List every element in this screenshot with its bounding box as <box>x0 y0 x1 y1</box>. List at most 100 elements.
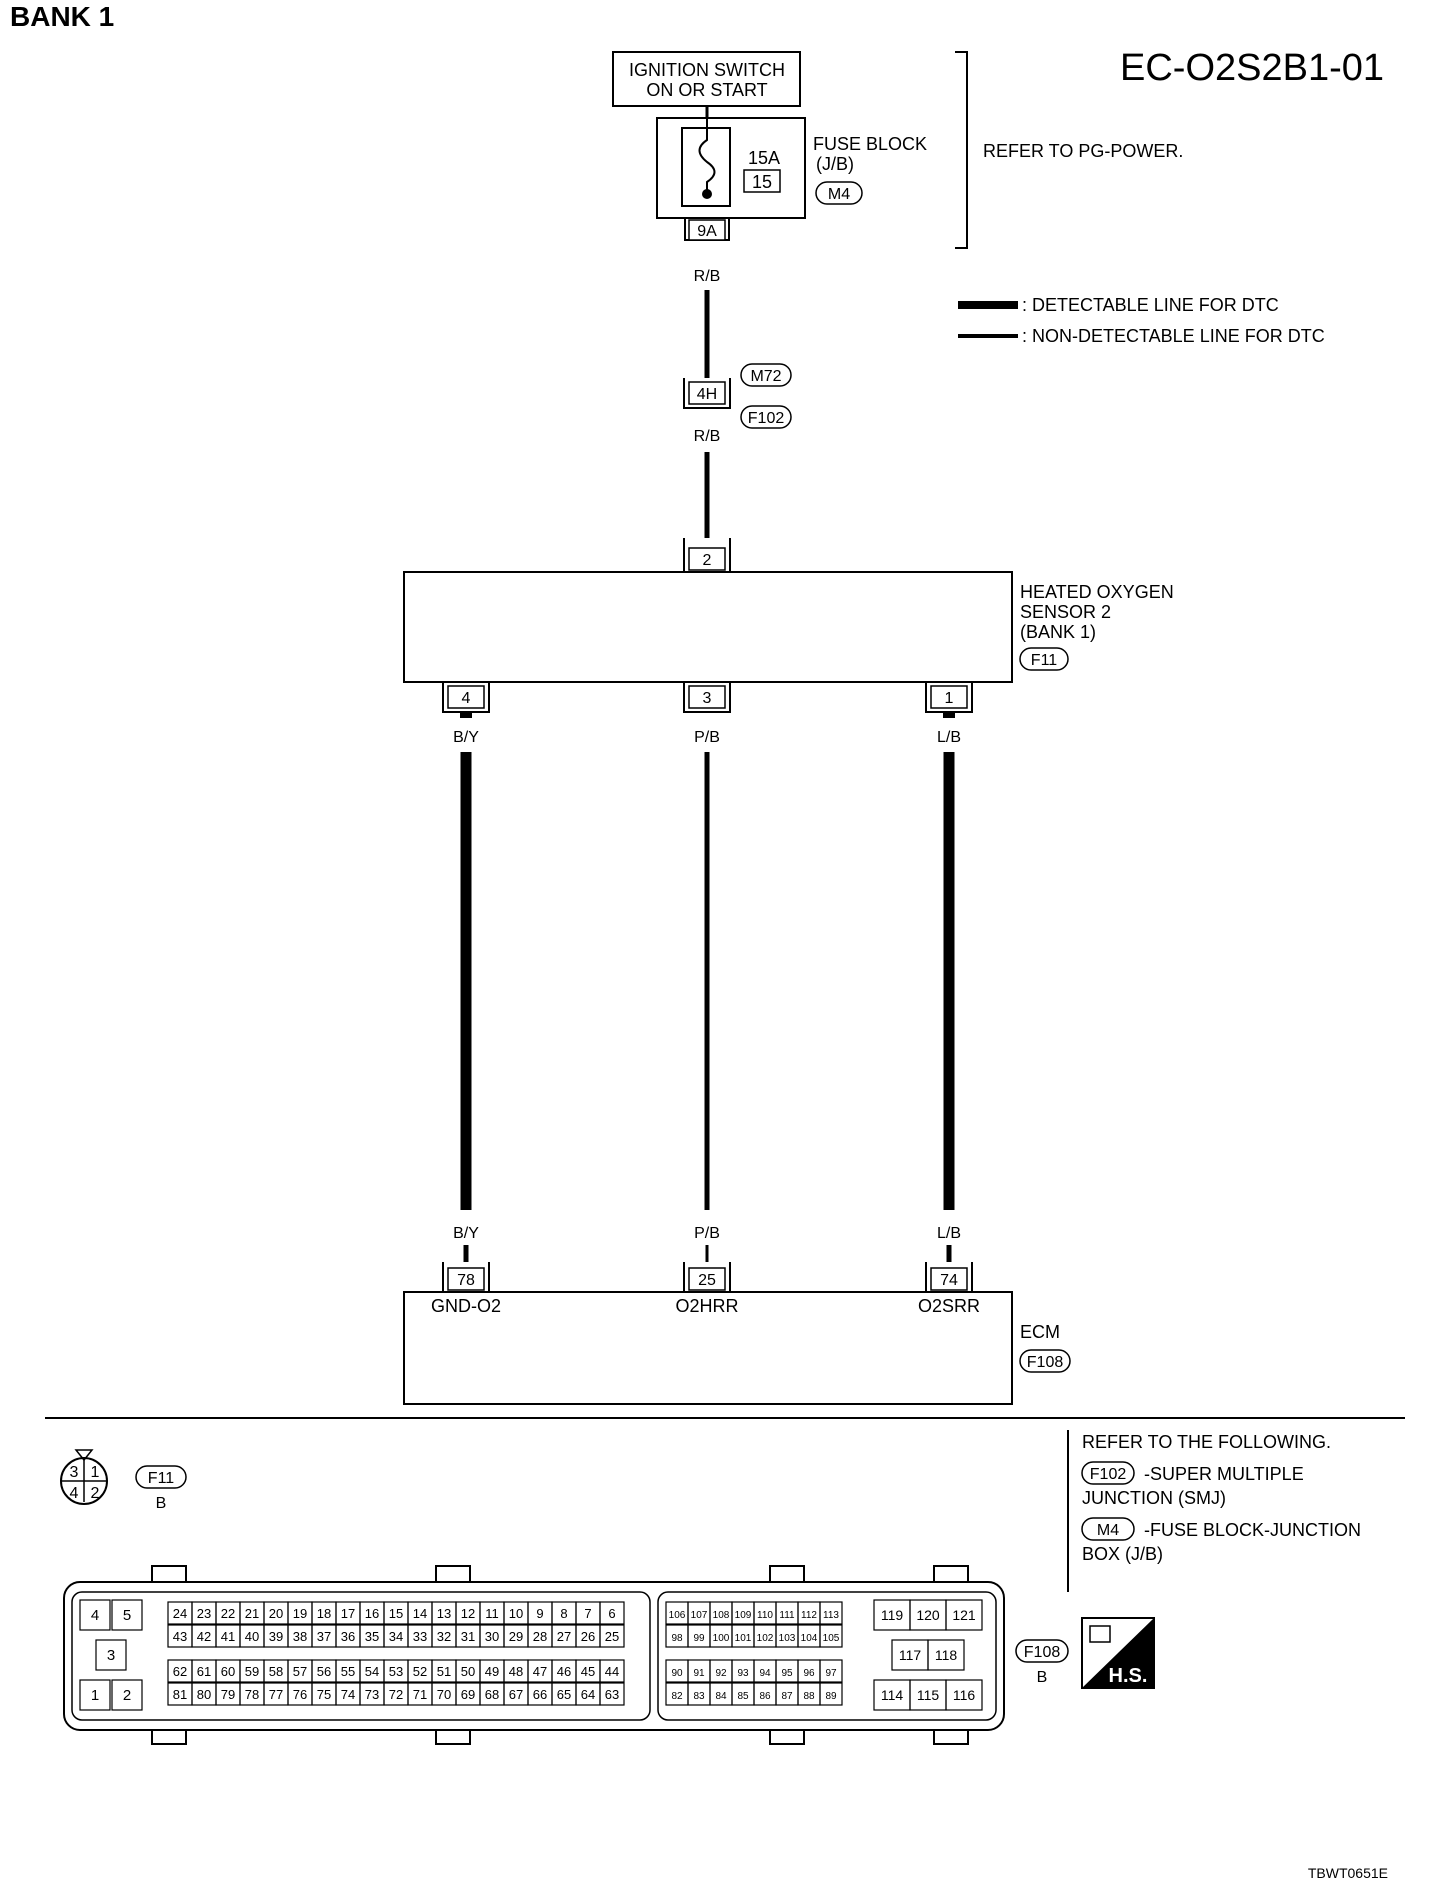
ecm-box <box>403 1291 1013 1405</box>
sensor-pin-group-left: 4 <box>442 682 490 713</box>
connector-badge-f108 <box>1019 1349 1071 1373</box>
sensor-pin1-box <box>930 685 968 709</box>
f108-pin-53: 53 <box>389 1664 403 1679</box>
f108-pin-86: 86 <box>759 1691 771 1702</box>
f108-pin-84: 84 <box>715 1691 727 1702</box>
sensor-label2: SENSOR 2 <box>1020 602 1111 622</box>
f108-pin-5-box <box>111 1599 143 1631</box>
f108-pin-77: 77 <box>269 1687 283 1702</box>
f108-pin-65: 65 <box>557 1687 571 1702</box>
wire-color-rb-bottom: R/B <box>694 428 721 445</box>
f108-pin-49: 49 <box>485 1664 499 1679</box>
f108-pin-88: 88 <box>803 1691 815 1702</box>
ecm-signal-o2srr: O2SRR <box>918 1296 980 1316</box>
f108-pin-70: 70 <box>437 1687 451 1702</box>
fuse-terminal-dot <box>702 189 712 199</box>
ecm-pin78: 78 <box>457 1272 475 1289</box>
ecm-pin78-box <box>447 1267 485 1291</box>
f108-pin-47: 47 <box>533 1664 547 1679</box>
f108-pin-20: 20 <box>269 1606 283 1621</box>
f108-pin-111: 111 <box>779 1610 795 1621</box>
f108-pin-113-box <box>819 1601 843 1625</box>
f108-pin-48: 48 <box>509 1664 523 1679</box>
ignition-line2: ON OR START <box>646 80 767 100</box>
f108-pin-61: 61 <box>197 1664 211 1679</box>
f108-pin-90: 90 <box>671 1668 683 1679</box>
f108-pin-94: 94 <box>759 1668 771 1679</box>
f108-pin-21: 21 <box>245 1606 259 1621</box>
f108-pin-91: 91 <box>693 1668 705 1679</box>
f11-connector-face: 3 1 4 2 <box>60 1449 108 1505</box>
f108-pin-83: 83 <box>693 1691 705 1702</box>
f108-pin-100: 100 <box>713 1633 730 1644</box>
f108-pin-6: 6 <box>608 1606 615 1621</box>
f108-pin-106: 106 <box>669 1610 686 1621</box>
refer-pg-power: REFER TO PG-POWER. <box>983 141 1183 161</box>
f108-pin-93: 93 <box>737 1668 749 1679</box>
fuse-block-box <box>656 117 806 219</box>
refer-m4-text: -FUSE BLOCK-JUNCTION <box>1144 1520 1361 1540</box>
connector-f108: F108 <box>1027 1354 1064 1371</box>
terminal-9a-box <box>688 219 726 241</box>
f108-pin-54: 54 <box>365 1664 379 1679</box>
f108-pin-73: 73 <box>365 1687 379 1702</box>
stub-right <box>943 712 955 718</box>
f108-lock-1 <box>151 1565 187 1583</box>
f108-pin-17: 17 <box>341 1606 355 1621</box>
sensor-pin2: 2 <box>703 552 712 569</box>
f108-pin-27: 27 <box>557 1629 571 1644</box>
f108-pin-29: 29 <box>509 1629 523 1644</box>
f108-pin-3-box <box>95 1639 127 1671</box>
f108-pin-51: 51 <box>437 1664 451 1679</box>
f11-latch-icon <box>74 1449 94 1462</box>
f108-lock-2 <box>435 1565 471 1583</box>
f108-pin-15: 15 <box>389 1606 403 1621</box>
f108-pin-81: 81 <box>173 1687 187 1702</box>
f108-pin-5: 5 <box>123 1607 131 1624</box>
f11-badge: F11 <box>148 1470 174 1487</box>
f108-pin-1: 1 <box>91 1687 99 1704</box>
f108-pin-85: 85 <box>737 1691 749 1702</box>
f108-pin-35: 35 <box>365 1629 379 1644</box>
f108-pin-38: 38 <box>293 1629 307 1644</box>
f108-lock-5 <box>151 1729 187 1745</box>
f108-lock-8 <box>933 1729 969 1745</box>
f108-pin-46: 46 <box>557 1664 571 1679</box>
f108-pin-69: 69 <box>461 1687 475 1702</box>
f108-pin-89: 89 <box>825 1691 837 1702</box>
refer-f102-text2: JUNCTION (SMJ) <box>1082 1488 1226 1508</box>
f108-pin-121-box <box>945 1599 983 1631</box>
f108-left-block <box>71 1591 651 1721</box>
f108-pin-28: 28 <box>533 1629 547 1644</box>
f108-lock-3 <box>769 1565 805 1583</box>
f108-pin-67: 67 <box>509 1687 523 1702</box>
f108-pin-107: 107 <box>691 1610 708 1621</box>
f108-pin-105: 105 <box>823 1633 840 1644</box>
refer-f102-text: -SUPER MULTIPLE <box>1144 1464 1304 1484</box>
f108-pin-41: 41 <box>221 1629 235 1644</box>
f108-pin-39: 39 <box>269 1629 283 1644</box>
f108-pin-66: 66 <box>533 1687 547 1702</box>
connector-m4: M4 <box>828 186 850 203</box>
f108-badge: F108 <box>1024 1644 1061 1661</box>
stub-left <box>460 712 472 718</box>
f108-pin-89-box <box>819 1682 843 1706</box>
f108-pin-82: 82 <box>671 1691 683 1702</box>
f108-pin-71: 71 <box>413 1687 427 1702</box>
f108-pin-55: 55 <box>341 1664 355 1679</box>
harness-side-icon: H.S. <box>1081 1617 1155 1689</box>
f108-lock-4 <box>933 1565 969 1583</box>
wire-color-lb-bottom: L/B <box>937 1225 961 1242</box>
connector-f11: F11 <box>1031 652 1057 669</box>
sensor-pin4-box <box>447 685 485 709</box>
f108-pin-8: 8 <box>560 1606 567 1621</box>
f108-pin-2-box <box>111 1679 143 1711</box>
f108-pin-101: 101 <box>735 1633 752 1644</box>
bank-title: BANK 1 <box>10 1 114 32</box>
fuse-block-label: FUSE BLOCK <box>813 134 927 154</box>
f108-pin-118: 118 <box>935 1647 958 1663</box>
wire-color-rb-top: R/B <box>694 268 721 285</box>
f108-pin-63-box <box>599 1682 625 1706</box>
f108-pin-52: 52 <box>413 1664 427 1679</box>
